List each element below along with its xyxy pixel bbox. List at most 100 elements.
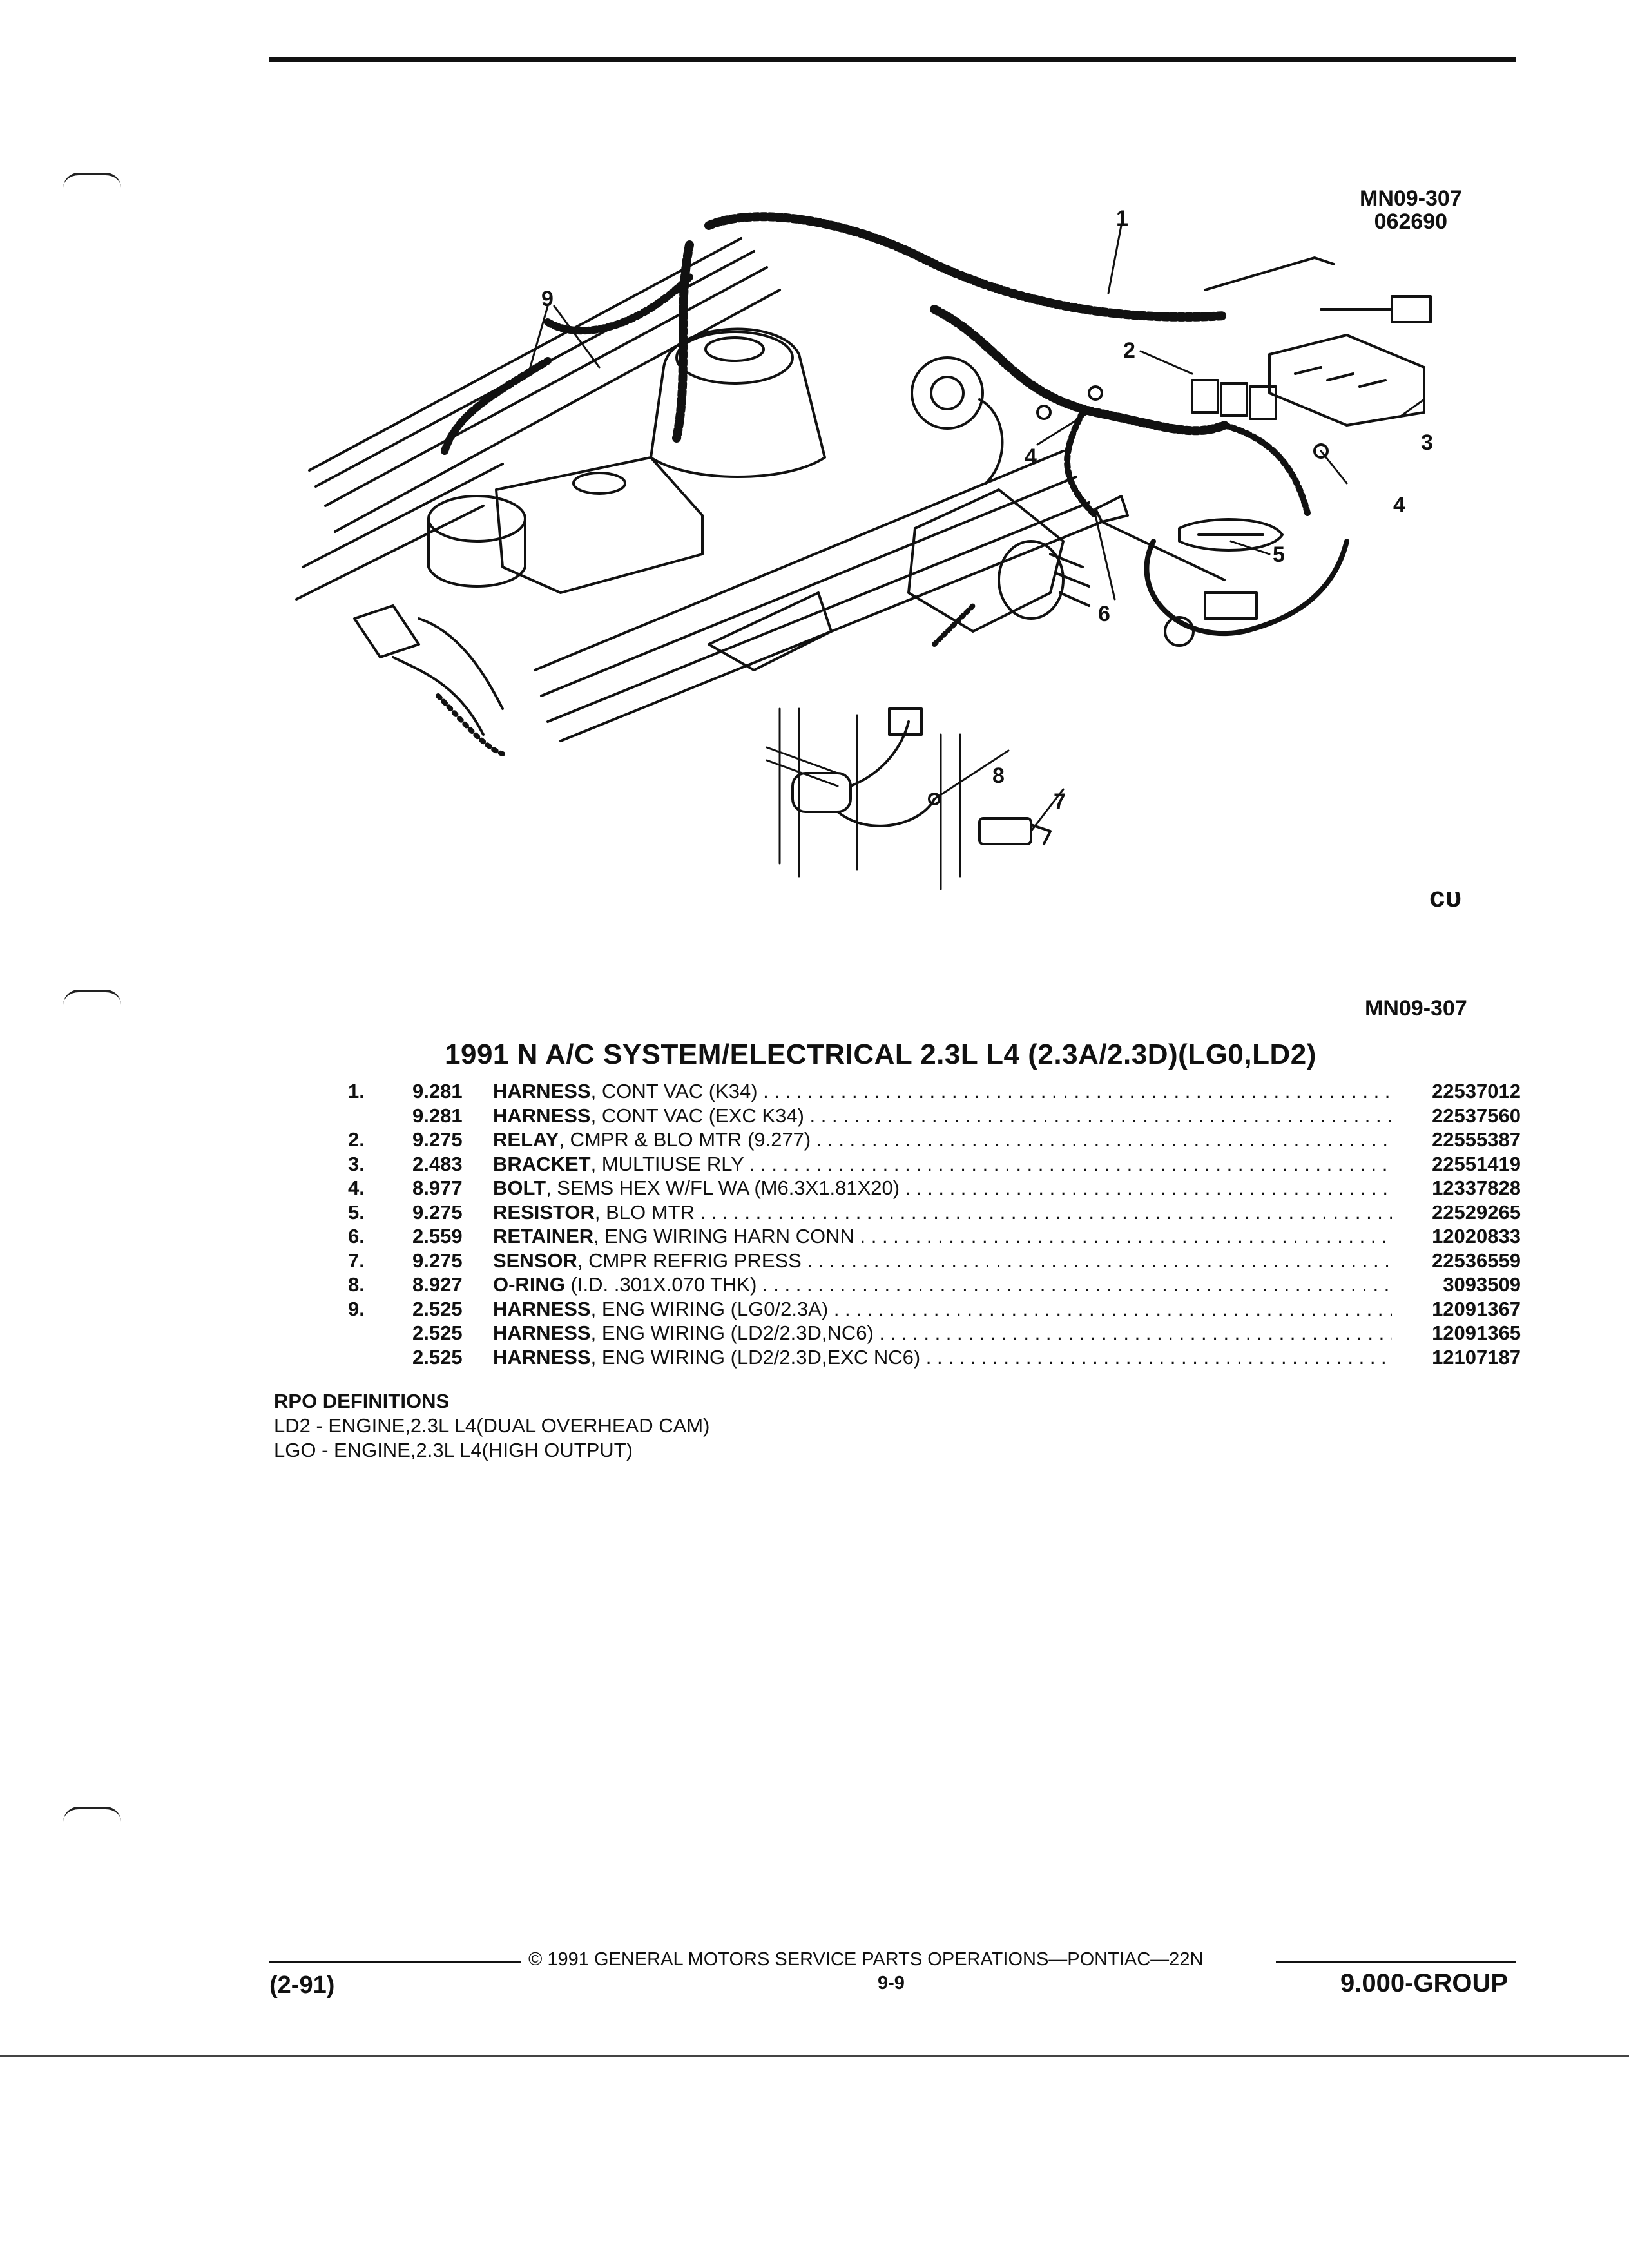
callout-1: 1 [1116, 206, 1128, 231]
part-name: HARNESS [493, 1297, 591, 1320]
part-group: 9.281 [412, 1080, 463, 1102]
part-number: 12091365 [1392, 1321, 1521, 1345]
part-detail: , BLO MTR [594, 1200, 695, 1224]
part-row: 1. 9.281 HARNESS, CONT VAC (K34)22537012 [348, 1080, 1521, 1104]
part-number: 22551419 [1392, 1152, 1521, 1176]
part-index: 1. [348, 1080, 365, 1102]
part-number: 22537012 [1392, 1080, 1521, 1103]
callout-7: 7 [1054, 789, 1066, 814]
part-detail: , ENG WIRING (LG0/2.3A) [590, 1297, 829, 1320]
part-detail: (I.D. .301X.070 THK) [564, 1273, 757, 1296]
part-number: 22555387 [1392, 1128, 1521, 1151]
part-number: 22536559 [1392, 1249, 1521, 1273]
part-description: RESISTOR, BLO MTR [493, 1201, 1392, 1224]
part-name: RESISTOR [493, 1200, 595, 1224]
callout-2: 2 [1123, 338, 1135, 363]
part-name: RELAY [493, 1128, 559, 1151]
part-index: 3. [348, 1152, 365, 1175]
part-description: HARNESS, ENG WIRING (LD2/2.3D,EXC NC6) [493, 1346, 1392, 1369]
cu-logo: ᴄᴜ [1429, 881, 1462, 913]
part-number: 12020833 [1392, 1225, 1521, 1248]
part-name: HARNESS [493, 1345, 591, 1369]
part-index: 2. [348, 1128, 365, 1151]
part-name: BRACKET [493, 1152, 591, 1175]
footer-copyright: © 1991 GENERAL MOTORS SERVICE PARTS OPER… [528, 1949, 1204, 1970]
scan-mark [63, 173, 121, 188]
rpo-item: LGO - ENGINE,2.3L L4(HIGH OUTPUT) [274, 1439, 633, 1461]
part-detail: , CONT VAC (EXC K34) [590, 1104, 804, 1127]
part-name: SENSOR [493, 1249, 577, 1272]
part-number: 3093509 [1392, 1273, 1521, 1296]
part-group: 2.525 [412, 1345, 463, 1369]
rpo-heading: RPO DEFINITIONS [274, 1390, 450, 1412]
part-description: BRACKET, MULTIUSE RLY [493, 1153, 1392, 1176]
figure-code: MN09-307 [1360, 186, 1462, 211]
top-rule [269, 57, 1516, 62]
part-number: 12337828 [1392, 1177, 1521, 1200]
part-number: 22537560 [1392, 1104, 1521, 1128]
part-index: 5. [348, 1200, 365, 1224]
part-description: RETAINER, ENG WIRING HARN CONN [493, 1225, 1392, 1248]
callout-4b: 4 [1393, 493, 1405, 517]
callout-4: 4 [1025, 445, 1037, 469]
engine-bay-diagram: 1 2 3 4 4 5 6 7 8 9 [295, 206, 1433, 890]
part-detail: , ENG WIRING HARN CONN [593, 1225, 854, 1247]
part-description: HARNESS, ENG WIRING (LD2/2.3D,NC6) [493, 1321, 1392, 1345]
part-number: 12107187 [1392, 1345, 1521, 1369]
part-group: 9.275 [412, 1128, 463, 1151]
figure-date-code: 062690 [1374, 209, 1448, 234]
part-row: 4. 8.977 BOLT, SEMS HEX W/FL WA (M6.3X1.81… [348, 1177, 1521, 1201]
scan-mark [63, 1807, 121, 1822]
part-description: HARNESS, CONT VAC (K34) [493, 1080, 1392, 1103]
part-description: SENSOR, CMPR REFRIG PRESS [493, 1249, 1392, 1273]
part-index: 6. [348, 1225, 365, 1247]
page-number: 9-9 [878, 1973, 905, 1994]
part-number: 22529265 [1392, 1200, 1521, 1224]
footer-group: 9.000-GROUP [1340, 1969, 1509, 1997]
scan-mark [63, 990, 121, 1005]
callout-9: 9 [541, 287, 554, 311]
part-description: RELAY, CMPR & BLO MTR (9.277) [493, 1128, 1392, 1151]
part-group: 2.525 [412, 1297, 463, 1320]
part-row: 2.525 HARNESS, ENG WIRING (LD2/2.3D,EXC N… [348, 1345, 1521, 1370]
footer-rule-left [269, 1961, 521, 1963]
page-title: 1991 N A/C SYSTEM/ELECTRICAL 2.3L L4 (2.… [445, 1039, 1316, 1070]
part-row: 9.281 HARNESS, CONT VAC (EXC K34)22537560 [348, 1104, 1521, 1129]
bottom-rule [0, 2055, 1629, 2057]
part-name: O-RING [493, 1273, 565, 1296]
parts-list: 1. 9.281 HARNESS, CONT VAC (K34)22537012 9… [348, 1080, 1521, 1370]
part-detail: , SEMS HEX W/FL WA (M6.3X1.81X20) [546, 1177, 900, 1199]
part-detail: , ENG WIRING (LD2/2.3D,NC6) [590, 1321, 874, 1344]
part-name: HARNESS [493, 1080, 591, 1102]
callout-8: 8 [992, 764, 1005, 788]
part-group: 2.559 [412, 1225, 463, 1247]
footer-date: (2-91) [269, 1972, 335, 1999]
rpo-item: LD2 - ENGINE,2.3L L4(DUAL OVERHEAD CAM) [274, 1414, 710, 1437]
part-group: 9.281 [412, 1104, 463, 1127]
part-description: O-RING (I.D. .301X.070 THK) [493, 1273, 1392, 1296]
part-index: 7. [348, 1249, 365, 1272]
part-index: 4. [348, 1177, 365, 1199]
part-name: BOLT [493, 1177, 546, 1199]
figure-code-block: MN09-307 062690 [1360, 187, 1462, 233]
part-detail: , CMPR & BLO MTR (9.277) [559, 1128, 811, 1151]
rpo-definitions: RPO DEFINITIONS LD2 - ENGINE,2.3L L4(DUA… [274, 1389, 709, 1463]
part-detail: , CMPR REFRIG PRESS [577, 1249, 802, 1272]
callout-3: 3 [1421, 430, 1433, 455]
part-number: 12091367 [1392, 1297, 1521, 1321]
part-group: 9.275 [412, 1200, 463, 1224]
part-name: RETAINER [493, 1225, 594, 1247]
part-group: 2.525 [412, 1321, 463, 1344]
part-description: HARNESS, CONT VAC (EXC K34) [493, 1104, 1392, 1128]
callout-5: 5 [1273, 543, 1285, 567]
part-description: BOLT, SEMS HEX W/FL WA (M6.3X1.81X20) [493, 1177, 1392, 1200]
footer-rule-right [1276, 1961, 1516, 1963]
part-group: 8.977 [412, 1177, 463, 1199]
part-detail: , ENG WIRING (LD2/2.3D,EXC NC6) [590, 1345, 921, 1369]
